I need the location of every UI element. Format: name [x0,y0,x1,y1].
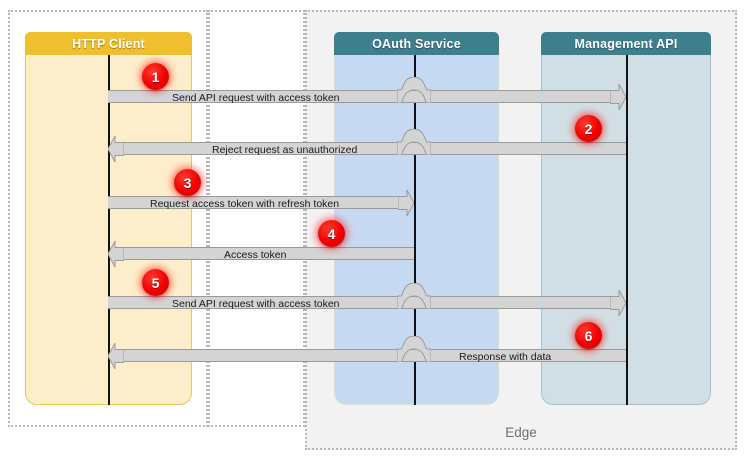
lifeline-hop-6 [397,336,431,362]
arrow-head-4 [108,240,124,267]
lane-header-management-api[interactable]: Management API [541,32,711,55]
message-bar-3[interactable] [108,196,398,209]
pool-mid-pool [208,10,305,427]
step-badge-2[interactable]: 2 [575,115,602,142]
message-label-4: Access token [224,249,287,261]
arrow-head-5 [610,289,626,316]
lifeline-hop-1 [397,77,431,103]
message-bar-4[interactable] [124,247,414,260]
lifeline-http-client [108,55,110,405]
arrow-head-1 [610,83,626,110]
lifeline-management-api [626,55,628,405]
step-badge-1[interactable]: 1 [142,63,169,90]
message-label-6: Response with data [459,351,552,363]
step-badge-6[interactable]: 6 [575,322,602,349]
message-label-2: Reject request as unauthorized [212,144,358,156]
pool-client-pool [8,10,208,427]
arrow-head-3 [398,189,414,216]
message-bar-6[interactable] [124,349,626,362]
lane-header-oauth-service[interactable]: OAuth Service [334,32,499,55]
step-badge-4[interactable]: 4 [318,220,345,247]
arrow-head-2 [108,135,124,162]
lifeline-hop-5 [397,283,431,309]
step-badge-5[interactable]: 5 [142,269,169,296]
edge-pool-label: Edge [505,425,537,440]
lifeline-hop-2 [397,129,431,155]
step-badge-3[interactable]: 3 [174,169,201,196]
message-bar-2[interactable] [124,142,626,155]
lifeline-oauth-service [414,55,416,405]
message-label-3: Request access token with refresh token [150,198,340,210]
message-label-5: Send API request with access token [172,298,340,310]
message-bar-1[interactable] [108,90,610,103]
lane-header-http-client[interactable]: HTTP Client [25,32,192,55]
arrow-head-6 [108,342,124,369]
message-bar-5[interactable] [108,296,610,309]
message-label-1: Send API request with access token [172,92,340,104]
